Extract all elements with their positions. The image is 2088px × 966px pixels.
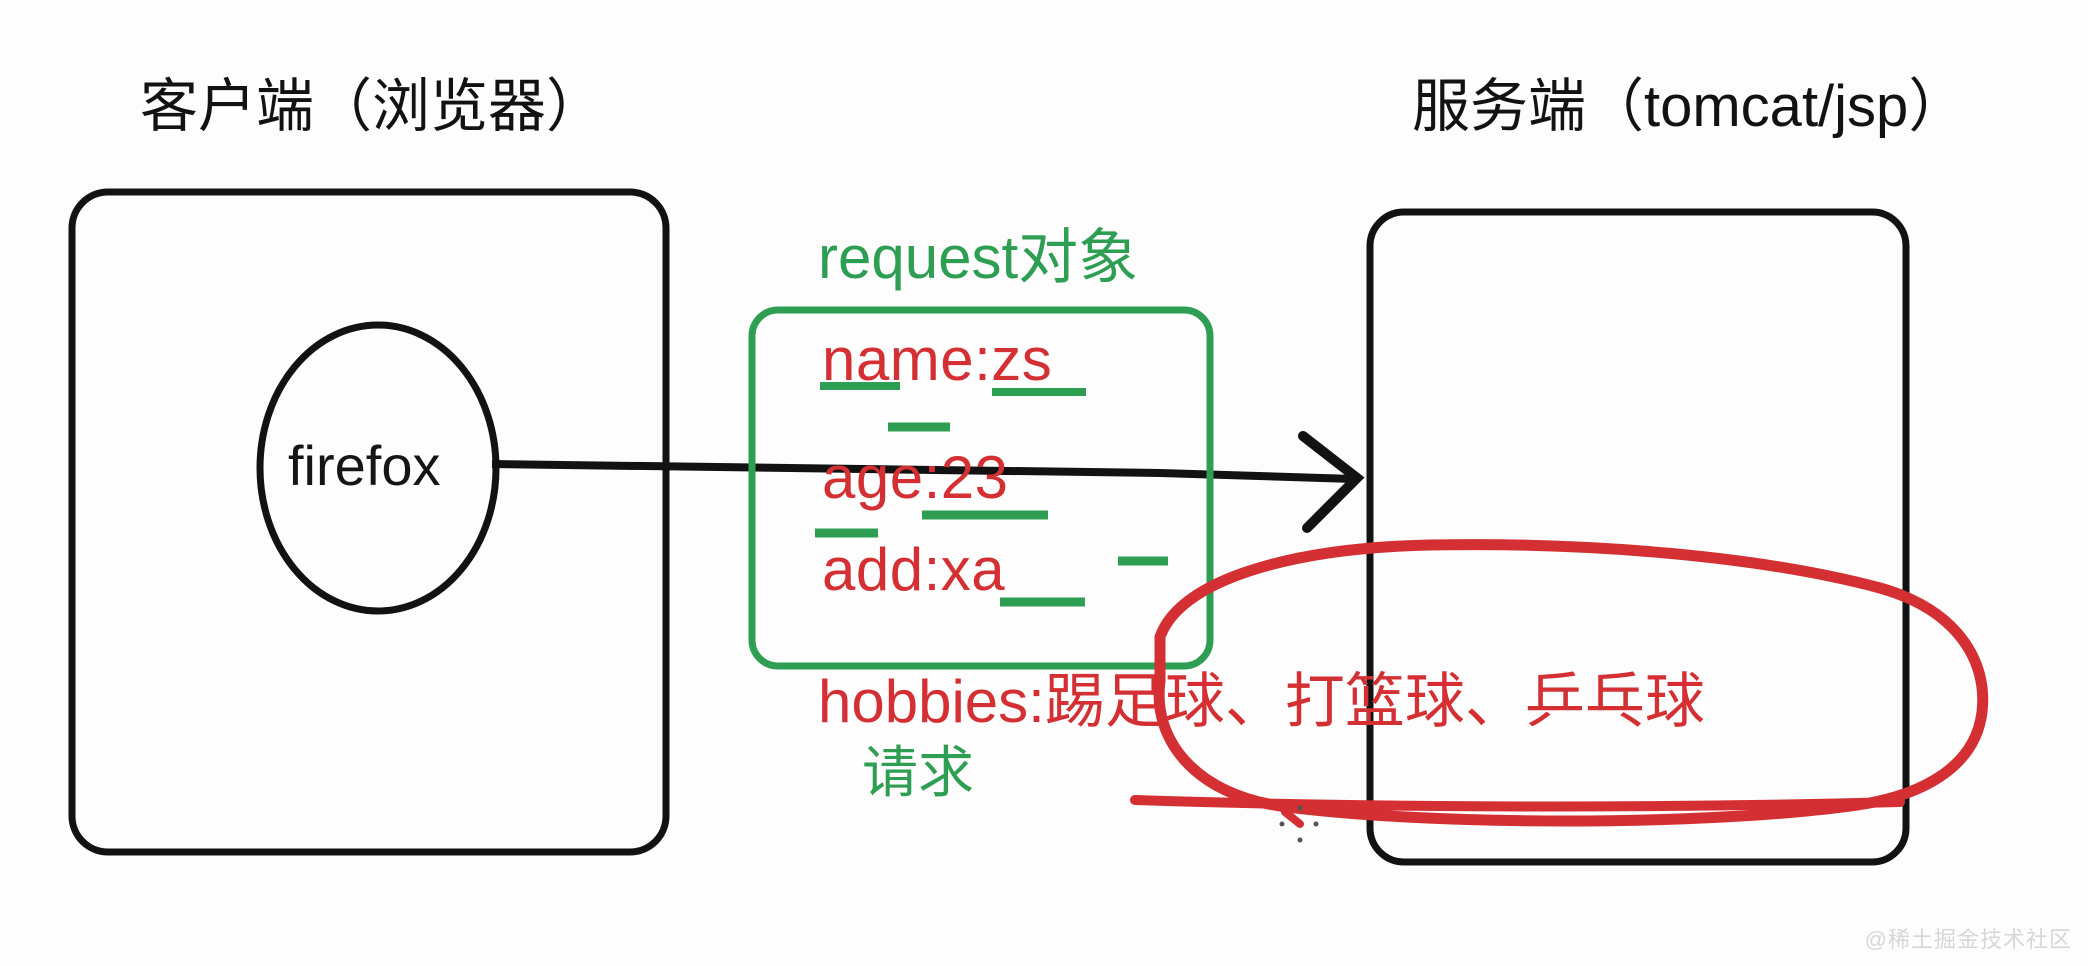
request-param-add: add:xa <box>822 536 1006 603</box>
client-box <box>68 188 670 856</box>
request-param-hobbies: hobbies:踢足球、打篮球、乒乓球 <box>818 668 1705 735</box>
request-param-name: name:zs <box>822 326 1053 393</box>
request-arrow-head <box>1298 431 1365 533</box>
firefox-node-label: firefox <box>288 434 441 497</box>
server-panel-title: 服务端（tomcat/jsp） <box>1412 74 1967 139</box>
hobbies-underline-stroke <box>1130 795 1905 812</box>
request-object-title: request对象 <box>818 224 1139 291</box>
watermark: @稀土掘金技术社区 <box>1864 927 2072 952</box>
pen-tick-mark <box>1281 808 1304 828</box>
client-panel-title: 客户端（浏览器） <box>140 74 605 139</box>
request-arrow-shaft <box>491 460 1355 483</box>
request-param-age: age:23 <box>822 444 1009 511</box>
pen-dots <box>1279 805 1319 843</box>
server-box <box>1366 208 1910 866</box>
request-arrow-label: 请求 <box>862 741 974 804</box>
request-object-box <box>748 306 1214 670</box>
